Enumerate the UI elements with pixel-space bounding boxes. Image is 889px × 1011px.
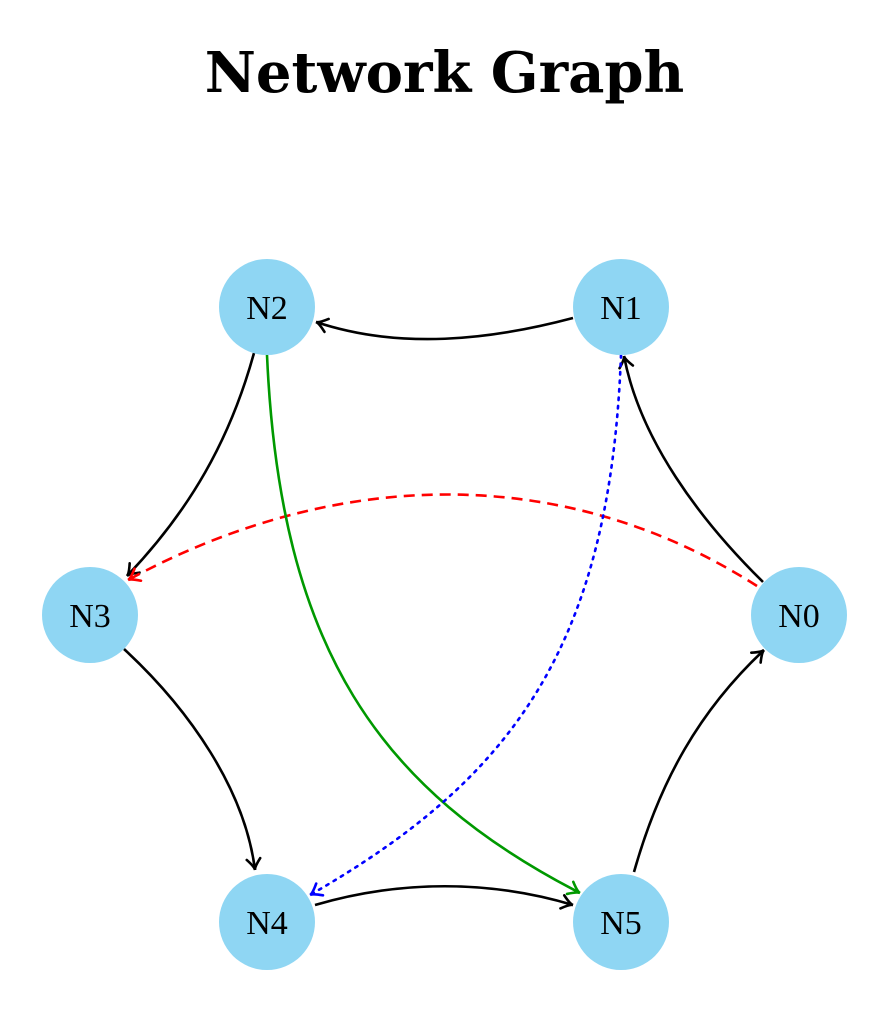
edge-line [632, 649, 765, 873]
node-label: N5 [600, 905, 642, 942]
arrowhead [315, 317, 330, 334]
node-label: N4 [246, 905, 288, 942]
node-n0: N0 [751, 567, 847, 663]
edge-line [315, 316, 574, 341]
edge-line [308, 353, 623, 897]
edge-n2-to-n3 [125, 352, 256, 578]
edge-line [123, 648, 257, 871]
edge-n3-to-n4 [123, 648, 262, 871]
edge-n2-to-n5 [265, 354, 581, 896]
edges-layer [123, 316, 766, 910]
edge-line [127, 493, 758, 588]
node-label: N1 [600, 290, 642, 327]
node-circle [219, 874, 315, 970]
edge-line [126, 352, 256, 577]
edge-line [265, 354, 581, 895]
node-circle [573, 259, 669, 355]
edge-n0-to-n3 [127, 493, 758, 588]
node-n3: N3 [42, 567, 138, 663]
node-label: N3 [69, 598, 111, 635]
node-circle [42, 567, 138, 663]
node-n2: N2 [219, 259, 315, 355]
edge-n1-to-n4 [308, 353, 623, 897]
node-label: N0 [778, 598, 820, 635]
edge-n0-to-n1 [618, 355, 764, 583]
edge-n1-to-n2 [315, 316, 574, 341]
arrowhead [127, 567, 143, 583]
node-n1: N1 [573, 259, 669, 355]
arrowhead [565, 880, 581, 896]
node-circle [751, 567, 847, 663]
node-circle [573, 874, 669, 970]
node-n4: N4 [219, 874, 315, 970]
arrowhead [618, 355, 635, 370]
arrowhead [559, 894, 574, 910]
node-n5: N5 [573, 874, 669, 970]
diagram-title: Network Graph [204, 40, 685, 106]
edge-line [314, 885, 574, 907]
edge-line [622, 355, 764, 583]
edge-n5-to-n0 [632, 648, 766, 873]
edge-n4-to-n5 [314, 885, 574, 910]
arrowhead [245, 856, 262, 871]
arrowhead [309, 882, 325, 897]
arrowhead [125, 561, 141, 578]
arrowhead [749, 648, 766, 664]
node-circle [219, 259, 315, 355]
node-label: N2 [246, 290, 288, 327]
